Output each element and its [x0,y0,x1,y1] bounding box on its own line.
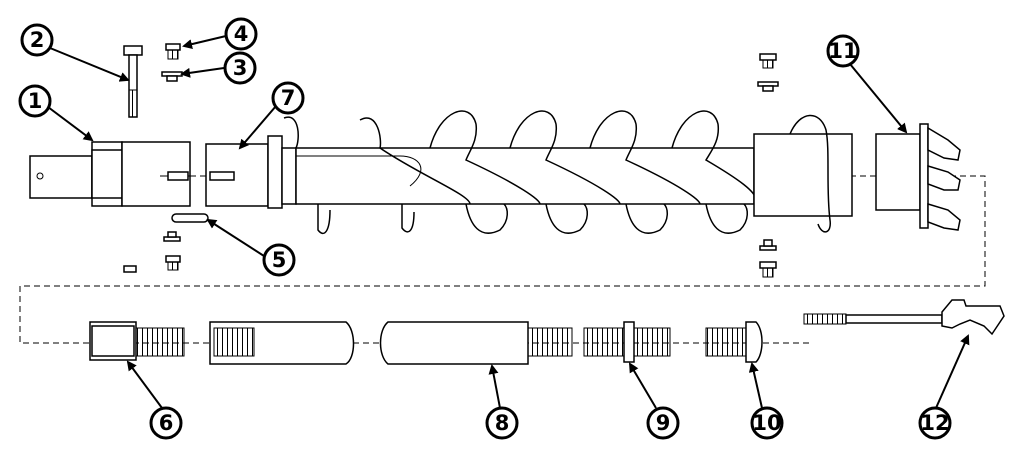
callout-2-label: 2 [30,28,45,52]
hardware-right [757,53,779,278]
callout-10: 10 [750,406,784,440]
part-3-washer [161,71,183,82]
callout-4: 4 [224,17,258,51]
callout-1-label: 1 [28,89,43,113]
callout-12-label: 12 [920,411,949,435]
callout-11: 11 [826,34,860,68]
callout-1: 1 [18,84,52,118]
part-10-plug [705,321,763,363]
callout-7: 7 [271,81,305,115]
callout-5: 5 [262,243,296,277]
part-2-bolt [123,45,143,118]
part-1-drive-adapter [29,141,191,207]
callout-9-label: 9 [656,411,671,435]
callout-3: 3 [223,51,257,85]
part-11-cutter-head [875,123,961,231]
callout-6: 6 [149,406,183,440]
part-4-screw [165,43,181,60]
callout-9: 9 [646,406,680,440]
part-6-coupling [89,321,185,361]
callout-6-label: 6 [159,411,174,435]
part-7-collar [205,135,297,209]
callout-8-label: 8 [495,411,510,435]
callout-10-label: 10 [752,411,781,435]
callout-8: 8 [485,406,519,440]
part-9-adapter [583,321,671,363]
callout-7-label: 7 [281,86,296,110]
callout-4-label: 4 [234,22,249,46]
part-5-key [171,213,209,223]
callout-3-label: 3 [233,56,248,80]
auger-flighting [283,110,853,235]
callout-12: 12 [918,406,952,440]
part-8-extension [209,321,573,365]
leader-lines [43,35,970,409]
callout-11-label: 11 [828,39,857,63]
callout-2: 2 [20,23,54,57]
hardware-lower-left [123,231,181,273]
part-12-fork-wrench [803,299,1005,336]
callout-5-label: 5 [272,248,287,272]
